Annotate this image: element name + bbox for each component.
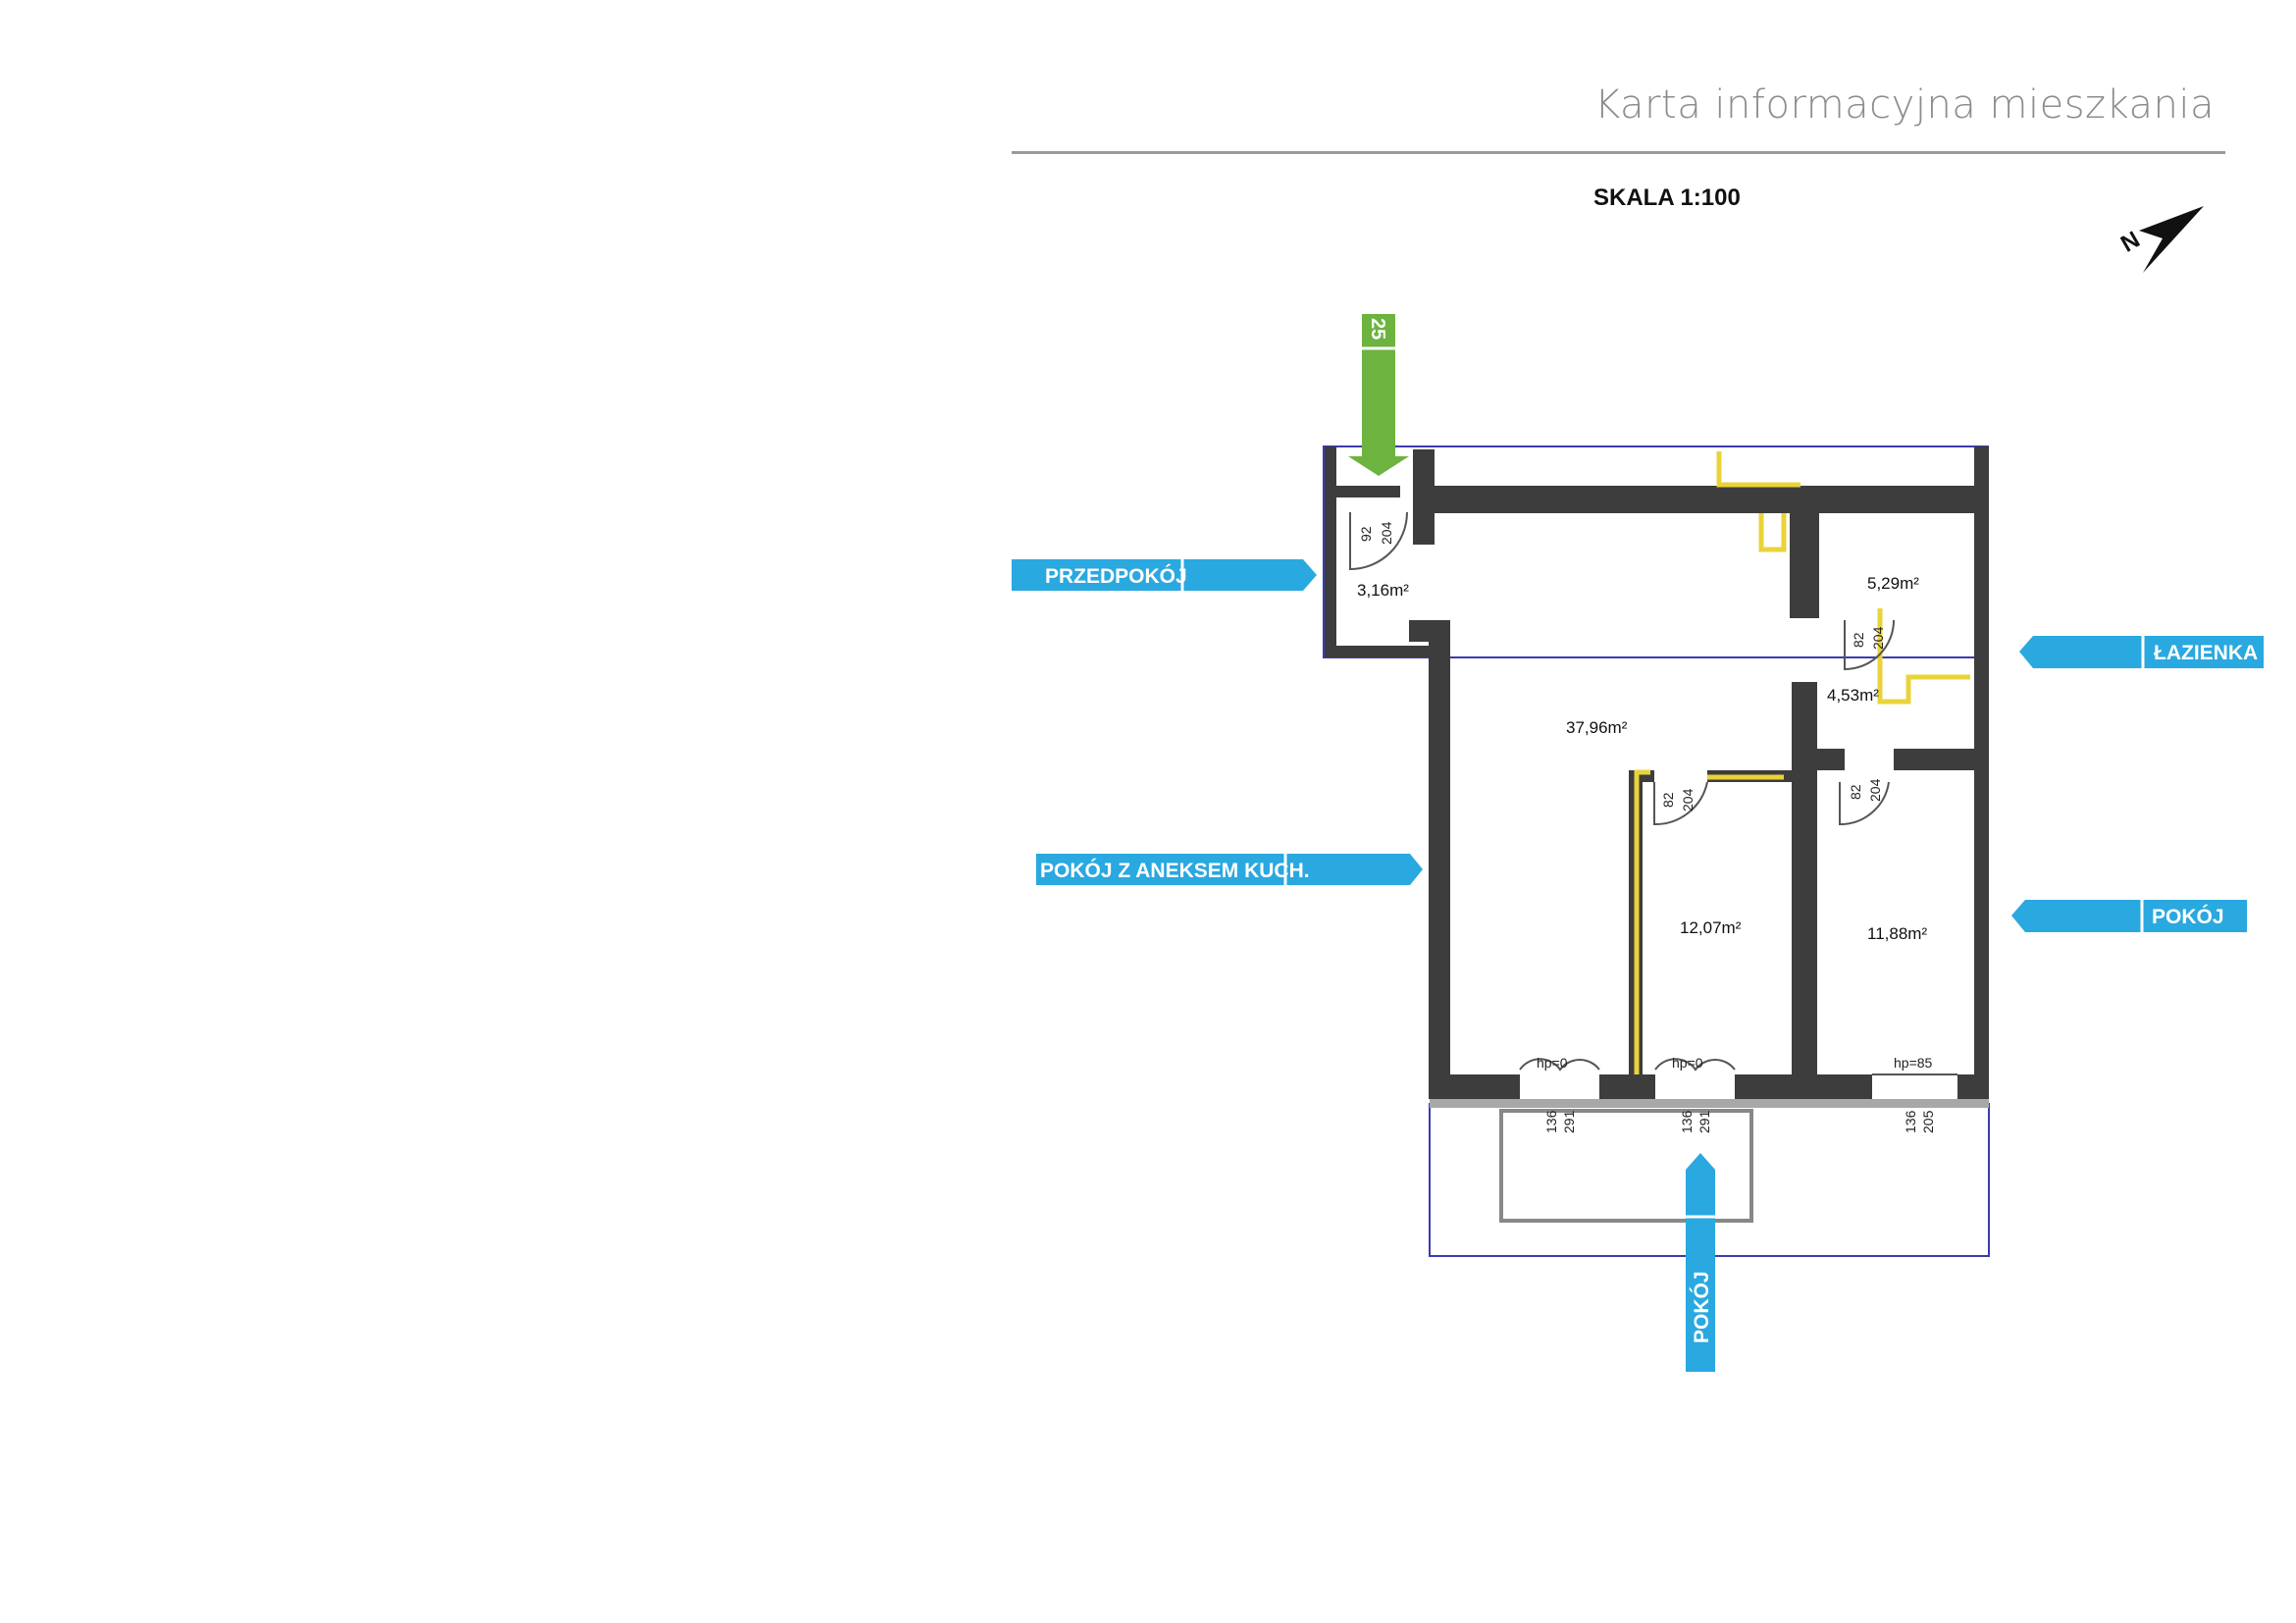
window3-width: 136 [1903, 1110, 1918, 1133]
tag-room-bottom: POKÓJ [1686, 1153, 1715, 1372]
window-hp-left: hp=0 [1537, 1055, 1568, 1071]
area-room-right: 11,88m² [1867, 924, 1927, 943]
window2-width: 136 [1679, 1110, 1695, 1133]
tag-hall: PRZEDPOKÓJ [1012, 559, 1317, 591]
entrance-number: 25 [1367, 318, 1388, 340]
mid-door-height: 204 [1680, 788, 1696, 812]
tag-living: POKÓJ Z ANEKSEM KUCH. [1036, 854, 1423, 885]
tag-bathroom-label: ŁAZIENKA [2154, 642, 2258, 664]
entrance-marker: 25 [1348, 314, 1409, 476]
right-door-width: 82 [1848, 784, 1863, 800]
window-hp-right: hp=85 [1894, 1055, 1933, 1071]
window-strip [1430, 1099, 1989, 1108]
window1-height: 291 [1561, 1110, 1577, 1133]
balcony-railing [1499, 1109, 1753, 1223]
right-door-height: 204 [1867, 778, 1883, 802]
scale-label: SKALA 1:100 [1593, 184, 1741, 211]
door-swings [1349, 511, 1895, 826]
north-arrow-icon: N [2116, 206, 2204, 273]
bath-door-height: 204 [1870, 626, 1886, 650]
door-dimensions: 92 204 82 204 82 204 82 204 [1358, 521, 1886, 812]
tag-room-right-label: POKÓJ [2152, 905, 2224, 928]
entry-door-height: 204 [1379, 521, 1394, 545]
window-symbols [1519, 1058, 1957, 1075]
tag-hall-label: PRZEDPOKÓJ [1045, 564, 1187, 588]
tag-room-bottom-label: POKÓJ [1690, 1271, 1713, 1343]
window1-width: 136 [1543, 1110, 1559, 1133]
document-title: Karta informacyjna mieszkania [1594, 82, 2215, 128]
mid-door-width: 82 [1660, 792, 1676, 808]
window-dimensions: hp=0 hp=0 hp=85 136 291 136 291 136 205 [1537, 1055, 1936, 1133]
area-hall: 3,16m² [1357, 581, 1409, 600]
north-letter: N [2116, 227, 2145, 258]
walls [1325, 446, 1989, 1104]
room-areas: 3,16m² 37,96m² 5,29m² 4,53m² 12,07m² 11,… [1357, 574, 1927, 943]
area-bathroom: 5,29m² [1867, 574, 1919, 593]
tag-bathroom: ŁAZIENKA [2019, 636, 2264, 668]
area-corridor: 4,53m² [1827, 686, 1879, 705]
header-divider [1012, 151, 2225, 154]
window3-height: 205 [1920, 1110, 1936, 1133]
tag-room-right: POKÓJ [2011, 900, 2247, 932]
area-room-middle: 12,07m² [1680, 918, 1742, 937]
window2-height: 291 [1696, 1110, 1712, 1133]
insulation-lines [1634, 451, 1970, 1074]
tag-living-label: POKÓJ Z ANEKSEM KUCH. [1040, 859, 1310, 882]
bath-door-width: 82 [1851, 632, 1866, 648]
entry-door-width: 92 [1358, 526, 1374, 542]
area-living: 37,96m² [1566, 718, 1628, 737]
window-hp-mid: hp=0 [1672, 1055, 1703, 1071]
